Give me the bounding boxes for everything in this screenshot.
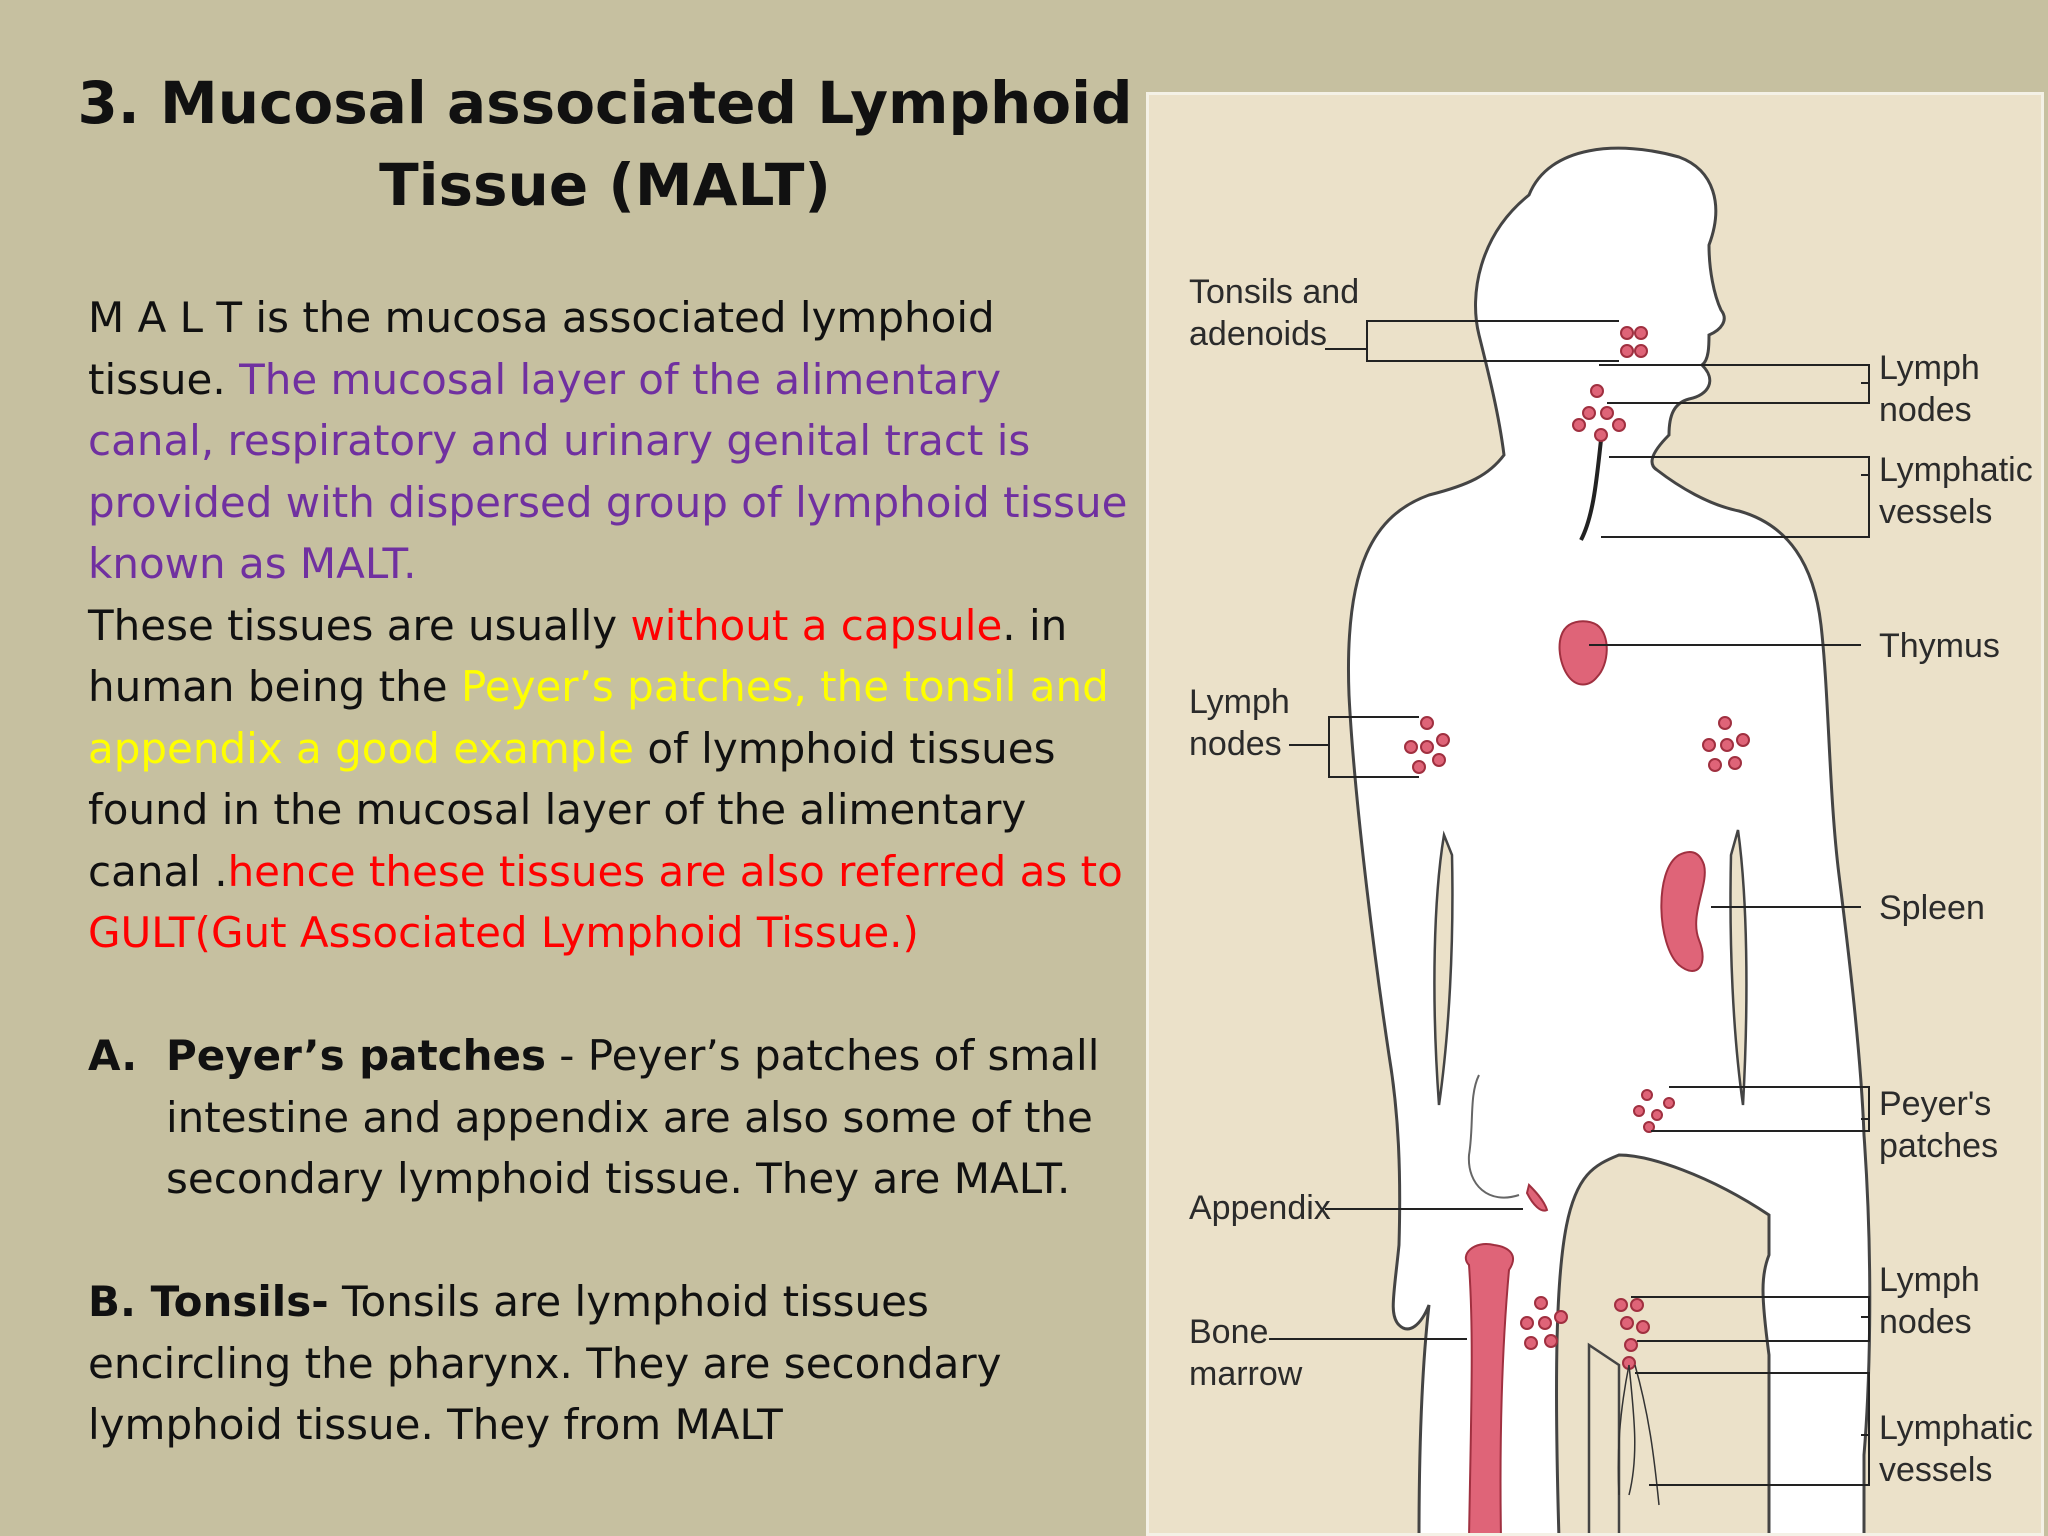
capsule-highlight: without a capsule: [630, 600, 1003, 650]
peyers-patch-nodes: [1633, 1089, 1675, 1133]
slide-body: M A L T is the mucosa associated lymphoi…: [88, 287, 1138, 1456]
neck-nodes: [1572, 384, 1626, 442]
label-lymphatic-vessels-top-2: vessels: [1879, 493, 1992, 531]
label-lymph-nodes-groin-2: nodes: [1879, 1303, 1972, 1341]
left-arm-gap: [1433, 830, 1454, 1106]
neck-lymphatic-vessel: [1579, 439, 1603, 541]
intestine-outline: [1467, 1074, 1520, 1199]
label-tonsils-2: adenoids: [1189, 315, 1327, 353]
label-thymus: Thymus: [1879, 627, 2000, 665]
label-spleen: Spleen: [1879, 889, 1985, 927]
intro-paragraph: M A L T is the mucosa associated lymphoi…: [88, 287, 1138, 595]
label-lymphatic-vessels-top-1: Lymphatic: [1879, 451, 2033, 489]
peyers-heading: Peyer’s patches: [166, 1031, 546, 1080]
label-bone-marrow-2: marrow: [1189, 1355, 1303, 1393]
label-lymph-nodes-neck-1: Lymph: [1879, 349, 1980, 387]
gult-highlight: hence these tissues are also referred as…: [88, 846, 1123, 958]
right-arm-gap: [1729, 829, 1748, 1106]
tonsils-text: Tonsils are lymphoid tissues encircling …: [88, 1277, 1002, 1449]
title-line-2: Tissue (MALT): [379, 151, 831, 219]
lymphatic-system-figure: Tonsils and adenoids Lymph nodes Appendi…: [1146, 92, 2044, 1536]
label-peyers-2: patches: [1879, 1127, 1998, 1165]
intro-text: M A L T is the mucosa associated lymphoi…: [88, 293, 995, 404]
list-marker-a: A.: [88, 1031, 138, 1080]
thymus-organ: [1558, 620, 1608, 686]
list-item-tonsils: B. Tonsils- Tonsils are lymphoid tissues…: [88, 1271, 1138, 1456]
list-item-peyers: A. Peyer’s patches - Peyer’s patches of s…: [88, 1025, 1138, 1210]
label-lymphatic-vessels-bottom-2: vessels: [1879, 1451, 1992, 1489]
label-lymph-nodes-left-1: Lymph: [1189, 683, 1290, 721]
body-silhouette: [1346, 146, 1872, 1533]
title-line-1: 3. Mucosal associated Lymphoid: [77, 69, 1133, 137]
label-lymphatic-vessels-bottom-1: Lymphatic: [1879, 1409, 2033, 1447]
tonsil-nodes: [1620, 326, 1648, 358]
spleen-organ: [1660, 851, 1706, 972]
left-armpit-nodes: [1404, 716, 1450, 774]
examples-highlight: Peyer’s patches, the tonsil and appendix…: [88, 662, 1109, 773]
peyers-text: - Peyer’s patches of small intestine and…: [166, 1031, 1100, 1203]
label-lymph-nodes-left-2: nodes: [1189, 725, 1282, 763]
label-lymph-nodes-groin-1: Lymph: [1879, 1261, 1980, 1299]
right-armpit-nodes: [1702, 716, 1750, 772]
label-tonsils-1: Tonsils and: [1189, 273, 1359, 311]
capsule-text-c: of lymphoid tissues found in the mucosal…: [88, 723, 1056, 896]
groin-nodes-right: [1614, 1298, 1650, 1370]
label-peyers-1: Peyer's: [1879, 1085, 1991, 1123]
list-item-peyers-body: Peyer’s patches - Peyer’s patches of sma…: [166, 1025, 1138, 1210]
groin-nodes-left: [1520, 1296, 1568, 1350]
label-appendix: Appendix: [1189, 1189, 1331, 1227]
intro-highlight: The mucosal layer of the alimentary cana…: [88, 354, 1128, 589]
lower-lymphatic-vessels: [1617, 1364, 1660, 1506]
body-diagram: Tonsils and adenoids Lymph nodes Appendi…: [1189, 146, 2033, 1533]
leader-lines: [1269, 320, 1870, 1486]
capsule-text-a: These tissues are usually: [88, 600, 631, 650]
tonsils-heading: B. Tonsils-: [88, 1277, 329, 1326]
leg-gap: [1587, 1342, 1621, 1533]
appendix-organ: [1525, 1183, 1549, 1212]
capsule-paragraph: These tissues are usually without a caps…: [88, 595, 1138, 964]
bone-marrow-organ: [1464, 1243, 1514, 1533]
label-bone-marrow-1: Bone: [1189, 1313, 1268, 1351]
label-lymph-nodes-neck-2: nodes: [1879, 391, 1972, 429]
slide-title: 3. Mucosal associated Lymphoid Tissue (M…: [60, 62, 1150, 226]
capsule-text-b: . in human being the: [88, 600, 1068, 712]
